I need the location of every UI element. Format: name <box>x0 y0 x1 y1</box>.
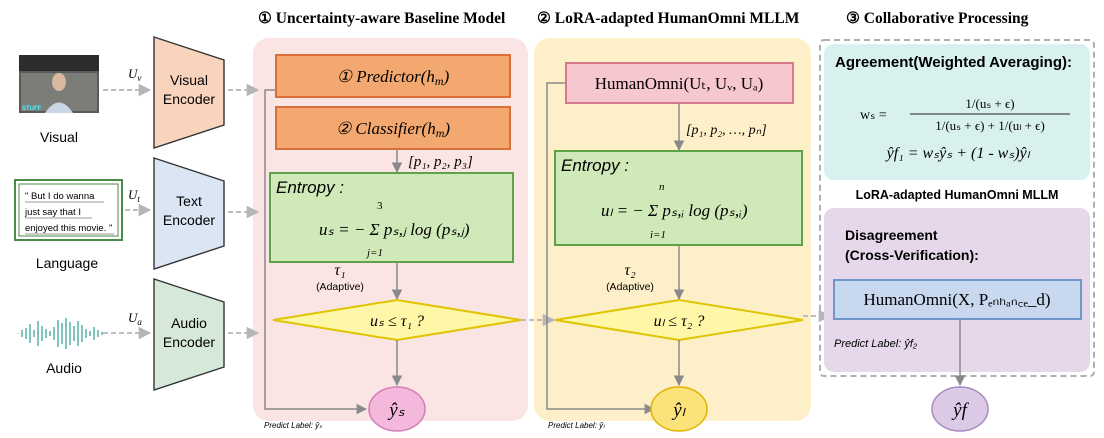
baseline-sum-top: 3 <box>377 200 383 212</box>
tau1-adaptive: (Adaptive) <box>316 281 364 293</box>
yf1-formula: ŷf₁ = wₛŷₛ + (1 - wₛ)ŷₗ <box>885 145 1031 162</box>
quote-line-2: just say that I <box>24 207 81 218</box>
collab-mllm-label: LoRA-adapted HumanOmni MLLM <box>856 188 1059 202</box>
mllm-sum-top: n <box>659 181 665 193</box>
mllm-predict-label: Predict Label: ŷₗ <box>548 421 605 430</box>
disagreement-line-1: Disagreement <box>845 227 938 243</box>
person-face-icon <box>52 73 66 91</box>
agreement-title: Agreement(Weighted Averaging): <box>835 54 1072 71</box>
arrow-mllm-bypass <box>546 82 656 415</box>
audio-encoder <box>153 278 225 391</box>
disagreement-line-2: (Cross-Verification): <box>845 247 979 263</box>
tau2-label: τ₂ <box>624 262 636 279</box>
visual-encoder-line-2: Encoder <box>163 91 215 107</box>
section-title-mllm: ② LoRA-adapted HumanOmni MLLM <box>537 10 800 27</box>
mllm-entropy-formula: uₗ = − Σ pₛ,ᵢ log (pₛ,ᵢ) <box>601 201 748 220</box>
baseline-entropy-box <box>269 172 514 263</box>
humanomni-enhanced-box <box>833 279 1082 320</box>
tau2-adaptive: (Adaptive) <box>606 281 654 293</box>
decision-mllm <box>554 298 804 342</box>
output-ys <box>368 386 426 432</box>
arrow-baseline-bypass <box>264 89 368 415</box>
baseline-sum-bottom: j=1 <box>365 247 383 259</box>
baseline-predict-label: Predict Label: ŷₛ <box>264 421 323 430</box>
classifier-box <box>275 106 511 150</box>
baseline-probs: [p₁, p₂, p₃] <box>408 154 473 170</box>
output-yf-text: ŷf <box>951 400 969 421</box>
baseline-entropy-formula: uₛ = − Σ pₛ,ⱼ log (pₛ,ⱼ) <box>319 220 470 239</box>
quote-line-3: enjoyed this movie. " <box>25 223 112 234</box>
mllm-entropy-title: Entropy : <box>561 156 629 175</box>
ut-label: Ut <box>128 187 140 204</box>
audio-encoder-line-1: Audio <box>171 315 207 331</box>
ws-lhs: wₛ = <box>860 108 887 123</box>
section-title-baseline: ① Uncertainty-aware Baseline Model <box>258 10 506 27</box>
video-watermark: STUFF <box>22 106 42 112</box>
panel-collab <box>819 39 1095 377</box>
visual-encoder-line-1: Visual <box>170 72 208 88</box>
collab-predict-label: Predict Label: ŷf₂ <box>834 338 918 350</box>
mllm-sum-bottom: i=1 <box>650 229 666 241</box>
baseline-entropy-title: Entropy : <box>276 178 344 197</box>
mllm-entropy-box <box>554 150 803 246</box>
ws-numerator: 1/(uₛ + ϵ) <box>965 96 1014 111</box>
predictor-text: ① Predictor(hm) <box>337 67 450 88</box>
quote-box: " But I do wanna just say that I enjoyed… <box>14 179 123 241</box>
video-thumbnail: STUFF <box>19 55 99 113</box>
visual-label: Visual <box>40 129 78 145</box>
audio-encoder-line-2: Encoder <box>163 334 215 350</box>
output-yf <box>931 386 989 432</box>
ws-denominator: 1/(uₛ + ϵ) + 1/(uₗ + ϵ) <box>935 118 1045 133</box>
text-encoder-line-2: Encoder <box>163 212 215 228</box>
quote-line-1: " But I do wanna <box>25 191 95 202</box>
humanomni-box <box>565 62 794 104</box>
uv-label: Uv <box>128 66 141 83</box>
section-title-collab: ③ Collaborative Processing <box>846 10 1029 27</box>
tau1-label: τ₁ <box>334 262 345 279</box>
person-shirt-icon <box>45 102 73 113</box>
predictor-box <box>275 54 511 98</box>
text-encoder <box>153 157 225 270</box>
visual-encoder <box>153 36 225 149</box>
text-encoder-line-1: Text <box>176 193 202 209</box>
decision-mllm-text: uₗ ≤ τ₂ ? <box>654 313 705 330</box>
classifier-text: ② Classifier(hm) <box>336 119 450 140</box>
output-yl-text: ŷₗ <box>671 400 686 421</box>
humanomni-enhanced-text: HumanOmni(X, Pₑₙₕₐₙ꜀ₑ_d) <box>864 290 1051 309</box>
audio-waveform-icon <box>17 318 103 349</box>
decision-baseline-text: uₛ ≤ τ₁ ? <box>370 313 424 330</box>
mllm-probs: [p₁, p₂, …, pₙ] <box>686 123 767 138</box>
output-ys-text: ŷₛ <box>387 400 405 421</box>
output-yl <box>650 386 708 432</box>
agreement-box <box>824 44 1090 180</box>
audio-label: Audio <box>46 360 82 376</box>
humanomni-text: HumanOmni(Uₜ, Uᵥ, Uₐ) <box>595 74 764 93</box>
ua-label: Ua <box>128 310 142 327</box>
language-label: Language <box>36 255 99 271</box>
